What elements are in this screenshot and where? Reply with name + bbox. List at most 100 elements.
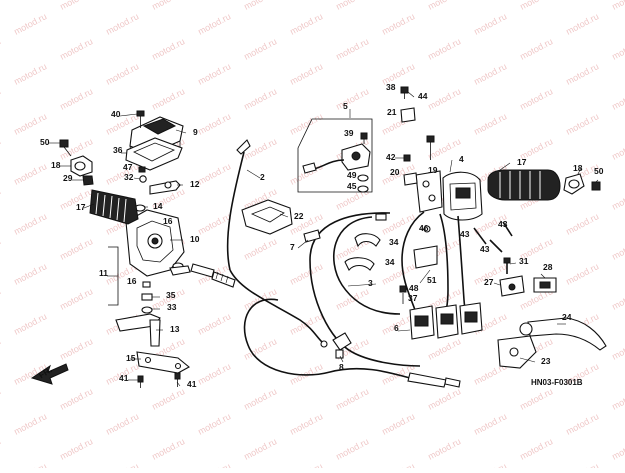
watermark-text: motod.ru — [426, 86, 462, 112]
watermark-text: motod.ru — [610, 36, 625, 62]
callout-c38: 38 — [386, 82, 396, 92]
watermark-text: motod.ru — [380, 411, 416, 437]
grip-end-18-right — [563, 173, 585, 195]
watermark-text: motod.ru — [564, 61, 600, 87]
cable-3 — [333, 213, 401, 315]
watermark-text: motod.ru — [334, 436, 370, 462]
left-grip-17 — [89, 189, 139, 225]
watermark-text: motod.ru — [196, 161, 232, 187]
switch-19-20 — [403, 170, 443, 213]
callout-c50a: 50 — [40, 137, 50, 147]
watermark-text: motod.ru — [288, 111, 324, 137]
nut-35 — [141, 293, 153, 301]
right-switch-housing-4 — [442, 171, 483, 221]
callout-c5: 5 — [343, 101, 348, 111]
watermark-text: motod.ru — [242, 236, 278, 262]
callout-c20: 20 — [390, 167, 400, 177]
callout-c35: 35 — [166, 290, 176, 300]
watermark-text: motod.ru — [288, 411, 324, 437]
watermark-text: motod.ru — [58, 36, 94, 62]
callout-c19: 19 — [428, 165, 438, 175]
watermark-text: motod.ru — [0, 236, 2, 262]
watermark-text: motod.ru — [242, 436, 278, 462]
watermark-text: motod.ru — [0, 36, 2, 62]
cable-adjuster-left — [190, 263, 236, 288]
watermark-text: motod.ru — [610, 0, 625, 12]
callout-c17b: 17 — [517, 157, 527, 167]
callout-c9: 9 — [193, 127, 198, 137]
callout-c10: 10 — [190, 234, 200, 244]
watermark-text: motod.ru — [518, 0, 554, 12]
watermark-text: motod.ru — [0, 436, 2, 462]
callout-c18a: 18 — [51, 160, 61, 170]
watermark-text: motod.ru — [12, 311, 48, 337]
watermark-text: motod.ru — [518, 36, 554, 62]
watermark-text: motod.ru — [610, 236, 625, 262]
watermark-text: motod.ru — [288, 461, 324, 468]
watermark-text: motod.ru — [58, 436, 94, 462]
callout-c43a: 43 — [460, 229, 470, 239]
callout-c36: 36 — [113, 145, 123, 155]
callout-c17a: 17 — [76, 202, 86, 212]
callout-c47: 47 — [123, 162, 133, 172]
watermark-text: motod.ru — [0, 136, 2, 162]
watermark-text: motod.ru — [0, 186, 2, 212]
watermark-text: motod.ru — [104, 11, 140, 37]
watermark-text: motod.ru — [288, 11, 324, 37]
watermark-text: motod.ru — [58, 86, 94, 112]
watermark-text: motod.ru — [12, 461, 48, 468]
cap-29 — [82, 175, 94, 186]
lever-pivot-27 — [499, 275, 525, 297]
watermark-text: motod.ru — [58, 336, 94, 362]
throttle-lever-12 — [149, 180, 181, 195]
watermark-text: motod.ru — [610, 436, 625, 462]
watermark-text: motod.ru — [196, 311, 232, 337]
grip-end-18-left — [70, 155, 93, 177]
watermark-text: motod.ru — [104, 461, 140, 468]
watermark-text: motod.ru — [196, 61, 232, 87]
watermark-text: motod.ru — [472, 11, 508, 37]
callout-c15: 15 — [126, 353, 136, 363]
watermark-text: motod.ru — [242, 86, 278, 112]
watermark-text: motod.ru — [0, 336, 2, 362]
watermark-text: motod.ru — [58, 386, 94, 412]
callout-c24: 24 — [562, 312, 572, 322]
watermark-text: motod.ru — [196, 411, 232, 437]
watermark-text: motod.ru — [196, 111, 232, 137]
diagram-code: HN03-F0301B — [531, 378, 583, 387]
callout-c4: 4 — [459, 154, 464, 164]
watermark-text: motod.ru — [564, 411, 600, 437]
watermark-text: motod.ru — [0, 386, 2, 412]
callout-c43c: 43 — [480, 244, 490, 254]
callout-c29: 29 — [63, 173, 73, 183]
callout-c40: 40 — [111, 109, 121, 119]
watermark-text: motod.ru — [0, 0, 2, 12]
cable-7-main — [303, 212, 421, 367]
callout-c50b: 50 — [594, 166, 604, 176]
watermark-text: motod.ru — [0, 86, 2, 112]
callout-c41a: 41 — [119, 373, 129, 383]
watermark-text: motod.ru — [196, 211, 232, 237]
screws-43 — [473, 221, 513, 253]
watermark-text: motod.ru — [472, 111, 508, 137]
bolt-38-44 — [400, 86, 409, 99]
watermark-text: motod.ru — [564, 11, 600, 37]
watermark-text: motod.ru — [12, 261, 48, 287]
callout-c14: 14 — [153, 201, 163, 211]
watermark-text: motod.ru — [564, 111, 600, 137]
callout-c3: 3 — [368, 278, 373, 288]
callout-c27: 27 — [484, 277, 494, 287]
callout-c23: 23 — [541, 356, 551, 366]
watermark-text: motod.ru — [564, 211, 600, 237]
callout-c46: 46 — [419, 223, 429, 233]
watermark-text: motod.ru — [472, 411, 508, 437]
callout-c43b: 43 — [498, 219, 508, 229]
callout-c37: 37 — [408, 293, 418, 303]
watermark-text: motod.ru — [242, 386, 278, 412]
cable-loop-lower — [243, 298, 461, 388]
watermark-text: motod.ru — [380, 461, 416, 468]
leader-lines — [48, 91, 599, 387]
watermark-text: motod.ru — [610, 86, 625, 112]
callout-c39: 39 — [344, 128, 354, 138]
watermark-text: motod.ru — [288, 261, 324, 287]
